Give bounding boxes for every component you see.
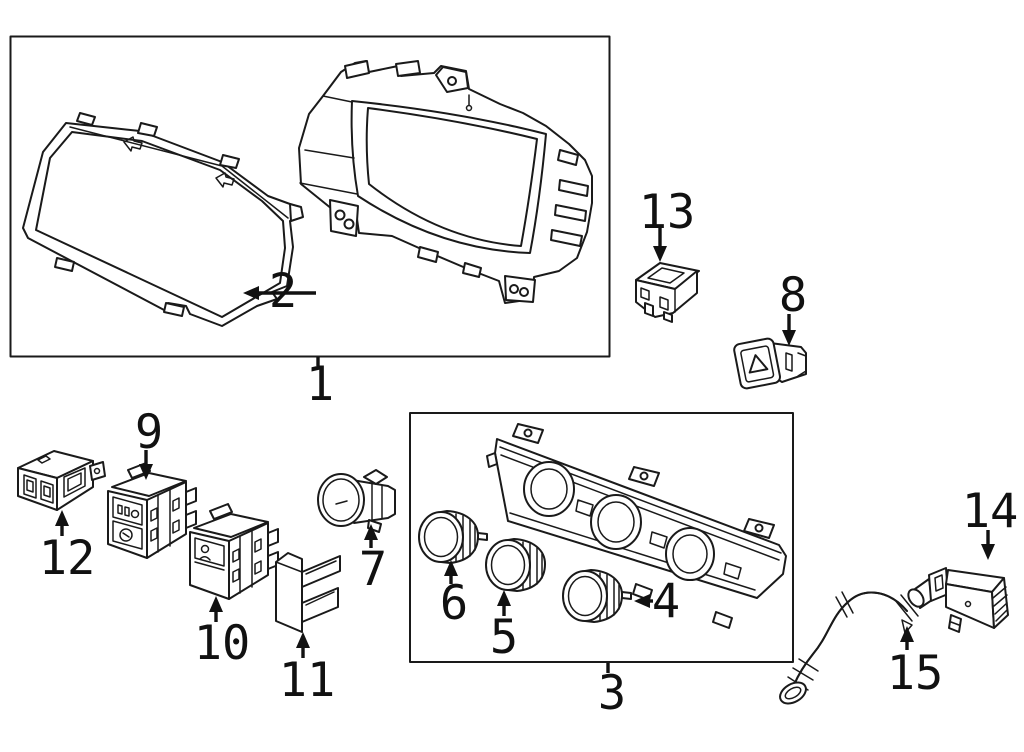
- part-2-cluster-lens[interactable]: [22, 112, 304, 327]
- callout-8-arrow: [782, 314, 796, 346]
- part-11-bracket[interactable]: [275, 552, 341, 633]
- callout-11-label[interactable]: 11: [278, 653, 336, 708]
- callout-10-arrow: [209, 596, 223, 622]
- highlight-box: [409, 412, 794, 663]
- callout-7-label[interactable]: 7: [358, 542, 388, 597]
- part-12-switch[interactable]: [17, 450, 106, 511]
- part-4-knob[interactable]: [562, 569, 632, 623]
- callout-3-label[interactable]: 3: [597, 666, 627, 721]
- callout-11-arrow: [296, 632, 310, 658]
- callout-2-label[interactable]: 2: [268, 264, 298, 319]
- callout-8-label[interactable]: 8: [778, 268, 808, 323]
- part-13-connector[interactable]: [635, 262, 700, 323]
- callout-6-arrow: [444, 560, 458, 584]
- part-7-push-button[interactable]: [317, 469, 396, 533]
- callout-6-label[interactable]: 6: [439, 576, 469, 631]
- callout-4-label[interactable]: 4: [651, 574, 681, 629]
- part-6-knob[interactable]: [418, 510, 488, 564]
- callout-13-arrow: [653, 228, 667, 262]
- callout-9-arrow: [139, 450, 153, 480]
- callout-14-label[interactable]: 14: [961, 484, 1019, 539]
- callout-13-label[interactable]: 13: [638, 185, 696, 240]
- callout-15-arrow: [900, 626, 914, 650]
- switch-icon: [119, 528, 133, 542]
- callout-5-arrow: [497, 590, 511, 616]
- callout-12-label[interactable]: 12: [38, 531, 96, 586]
- part-15-hose[interactable]: [776, 591, 919, 708]
- callout-12-arrow: [55, 510, 69, 536]
- callout-10-label[interactable]: 10: [193, 616, 251, 671]
- part-14-sensor[interactable]: [905, 567, 1009, 633]
- part-1-instrument-cluster[interactable]: [298, 60, 593, 304]
- hazard-triangle-icon: [748, 354, 769, 374]
- switch-icon: [200, 544, 210, 554]
- part-8-hazard-switch[interactable]: [733, 337, 807, 390]
- part-5-knob[interactable]: [485, 538, 546, 592]
- switch-icon: [117, 504, 130, 517]
- callout-15-label[interactable]: 15: [886, 646, 944, 701]
- highlight-border: [409, 412, 794, 663]
- part-3-heater-control-panel[interactable]: [486, 423, 787, 629]
- callout-4-arrow: [634, 594, 653, 608]
- callout-5-label[interactable]: 5: [489, 610, 519, 665]
- callout-7-arrow: [364, 524, 378, 548]
- callout-14-arrow: [981, 530, 995, 560]
- part-10-switch-block[interactable]: [189, 503, 279, 600]
- callout-9-label[interactable]: 9: [134, 405, 164, 460]
- part-9-switch-block[interactable]: [107, 462, 197, 559]
- callout-2-arrow: [243, 286, 316, 300]
- callout-1-label[interactable]: 1: [305, 357, 335, 412]
